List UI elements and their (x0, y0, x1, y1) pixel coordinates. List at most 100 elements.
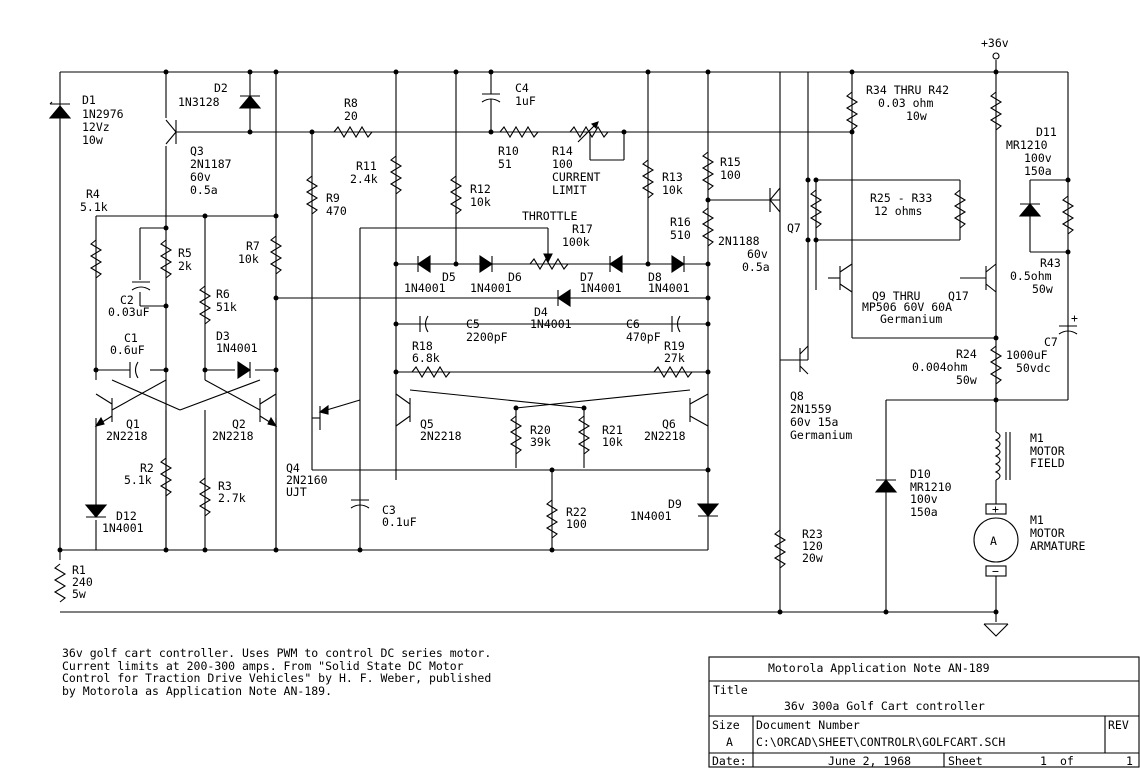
notes-block: 36v golf cart controller. Uses PWM to co… (62, 647, 702, 697)
r3-symbol (198, 477, 212, 517)
r7-symbol (269, 235, 283, 275)
r33-symbol (953, 189, 967, 229)
r22-symbol (545, 499, 559, 539)
tb-rev-label: REV (1108, 718, 1129, 732)
r24-symbol (989, 345, 1003, 385)
tb-sheet-label: Sheet (948, 754, 983, 768)
r25-symbol (809, 189, 823, 229)
transistors (94, 119, 997, 430)
r13-symbol (641, 159, 655, 199)
r16-symbol (701, 207, 715, 247)
tb-size: A (726, 735, 733, 749)
capacitors: + (129, 72, 1078, 509)
tb-docnum: C:\ORCAD\SHEET\CONTROLR\GOLFCART.SCH (756, 735, 1005, 749)
r42-symbol (989, 91, 1003, 131)
motor-minus: − (992, 564, 999, 578)
r8-symbol (333, 125, 373, 139)
note-line: Current limits at 200-300 amps. From "So… (62, 658, 464, 673)
resistors (53, 91, 1075, 603)
tb-sheet-of: of (1060, 754, 1074, 768)
tb-sheet-num: 1 (1040, 754, 1047, 768)
svg-text:+: + (1071, 311, 1078, 325)
r20-symbol (509, 415, 523, 455)
note-line: by Motorola as Application Note AN-189. (62, 683, 333, 698)
r15-symbol (701, 151, 715, 191)
r6-symbol (198, 285, 212, 325)
motor-armature-circle (973, 517, 1019, 563)
r19-symbol (653, 365, 693, 379)
diodes (48, 95, 1042, 518)
r21-symbol (577, 415, 591, 455)
note-line: 36v golf cart controller. Uses PWM to co… (62, 646, 492, 660)
motor-plus: + (992, 502, 999, 516)
tb-date: June 2, 1968 (828, 754, 911, 768)
tb-docnum-label: Document Number (756, 718, 860, 732)
r9-symbol (305, 175, 319, 215)
r10-symbol (499, 125, 539, 139)
r11-symbol (389, 155, 403, 195)
note-line: Control for Traction Drive Vehicles" by … (62, 671, 492, 686)
tb-sheet-total: 1 (1126, 754, 1133, 768)
tb-header: Motorola Application Note AN-189 (768, 661, 990, 675)
r2-symbol (159, 457, 173, 497)
motor-field-coil (994, 431, 1001, 481)
r4-symbol (89, 239, 103, 279)
r43-symbol (1061, 195, 1075, 235)
r18-symbol (411, 365, 451, 379)
supply-label: +36v (981, 36, 1009, 50)
tb-title-label: Title (713, 683, 748, 697)
title-block: Motorola Application Note AN-189 Title 3… (708, 656, 1140, 768)
r17-symbol (529, 257, 569, 271)
r34-symbol (845, 91, 859, 131)
tb-size-label: Size (712, 718, 740, 732)
